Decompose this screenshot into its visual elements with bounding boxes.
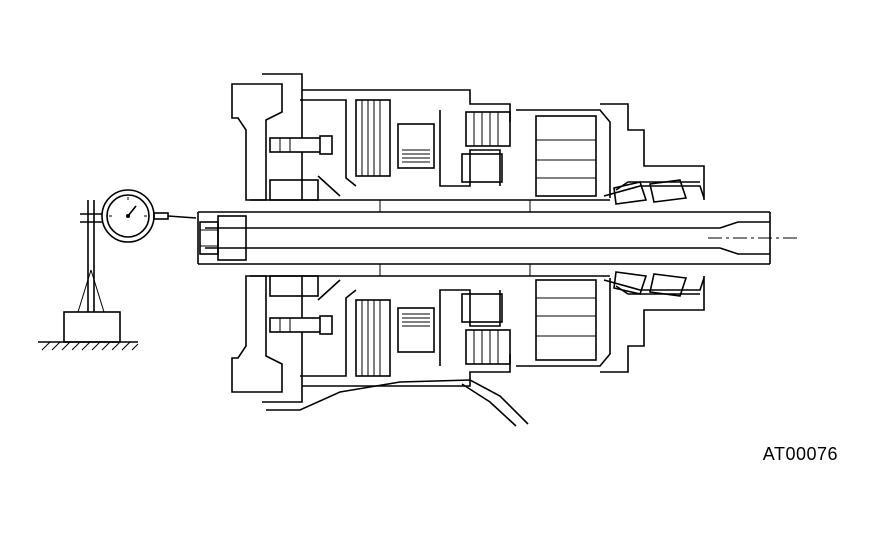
upper-clutch-assembly [300, 89, 705, 200]
output-shaft [197, 211, 800, 265]
figure-code-label: AT00076 [762, 444, 838, 464]
lower-clutch-assembly [300, 276, 705, 387]
dial-indicator-stand [38, 200, 139, 351]
dial-gauge [101, 189, 197, 243]
inner-hub [250, 175, 688, 301]
